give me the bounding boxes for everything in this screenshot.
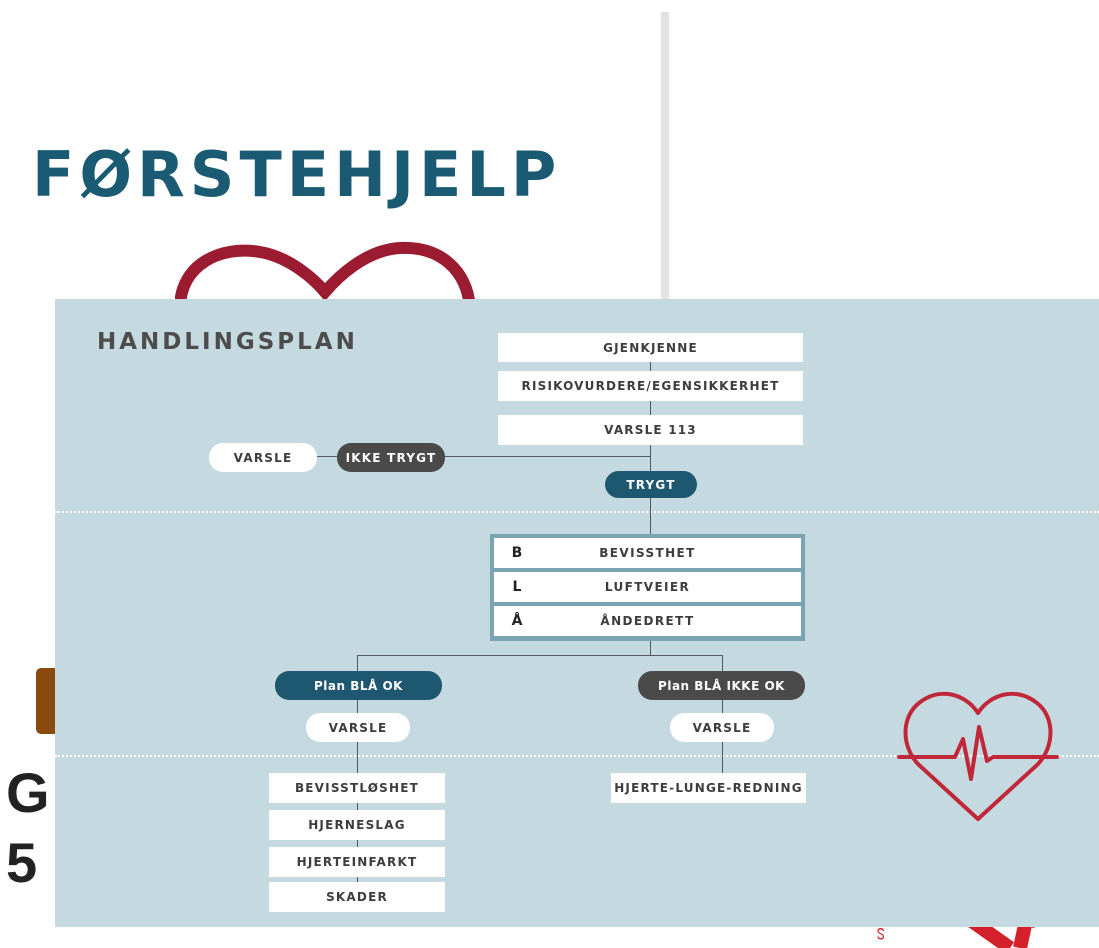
- partial-heading-line2: 5: [6, 831, 38, 894]
- bla-letter: L: [512, 579, 522, 595]
- connector: [357, 655, 358, 887]
- heartbeat-heart-icon: [897, 692, 1059, 821]
- section-divider: [55, 511, 1099, 513]
- step-varsle-113: VARSLE 113: [498, 415, 803, 445]
- partial-heading-line1: G: [6, 761, 50, 824]
- bla-row: Å ÅNDEDRETT: [494, 606, 801, 636]
- bla-row: B BEVISSTHET: [494, 538, 801, 568]
- connector: [650, 641, 651, 655]
- ok-varsle: VARSLE: [306, 713, 410, 742]
- condition-item: BEVISSTLØSHET: [269, 773, 445, 803]
- not-ok-varsle: VARSLE: [670, 713, 774, 742]
- bla-letter: B: [511, 545, 523, 561]
- step-gjenkjenne: GJENKJENNE: [498, 333, 803, 362]
- bla-assessment: B BEVISSTHET L LUFTVEIER Å ÅNDEDRETT: [490, 534, 805, 641]
- step-risikovurdere: RISIKOVURDERE/EGENSIKKERHET: [498, 371, 803, 401]
- bla-not-ok-label: Plan BLÅ IKKE OK: [638, 671, 805, 700]
- connector: [650, 362, 651, 535]
- bla-ok-label: Plan BLÅ OK: [275, 671, 442, 700]
- condition-item: HJERNESLAG: [269, 810, 445, 840]
- safe-label: TRYGT: [605, 471, 697, 498]
- bla-label: BEVISSTHET: [599, 546, 696, 560]
- heart-icon: [175, 241, 476, 309]
- section-divider: [55, 755, 1099, 757]
- connector: [317, 456, 651, 457]
- brand-title: FØRSTEHJELP: [32, 138, 562, 211]
- unsafe-label: IKKE TRYGT: [337, 443, 445, 472]
- panel-title: HANDLINGSPLAN: [97, 329, 358, 355]
- condition-item: HJERTE-LUNGE-REDNING: [611, 773, 806, 803]
- svg-text:ᔕ: ᔕ: [872, 928, 888, 940]
- condition-item: SKADER: [269, 882, 445, 912]
- unsafe-varsle: VARSLE: [209, 443, 317, 472]
- bla-row: L LUFTVEIER: [494, 572, 801, 602]
- bla-label: LUFTVEIER: [604, 580, 691, 594]
- bla-label: ÅNDEDRETT: [600, 614, 695, 628]
- divider: [661, 12, 669, 302]
- condition-item: HJERTEINFARKT: [269, 847, 445, 877]
- bla-letter: Å: [511, 613, 523, 629]
- connector: [357, 655, 723, 656]
- action-plan-panel: HANDLINGSPLAN GJENKJENNE RISIKOVURDERE/E…: [55, 299, 1099, 927]
